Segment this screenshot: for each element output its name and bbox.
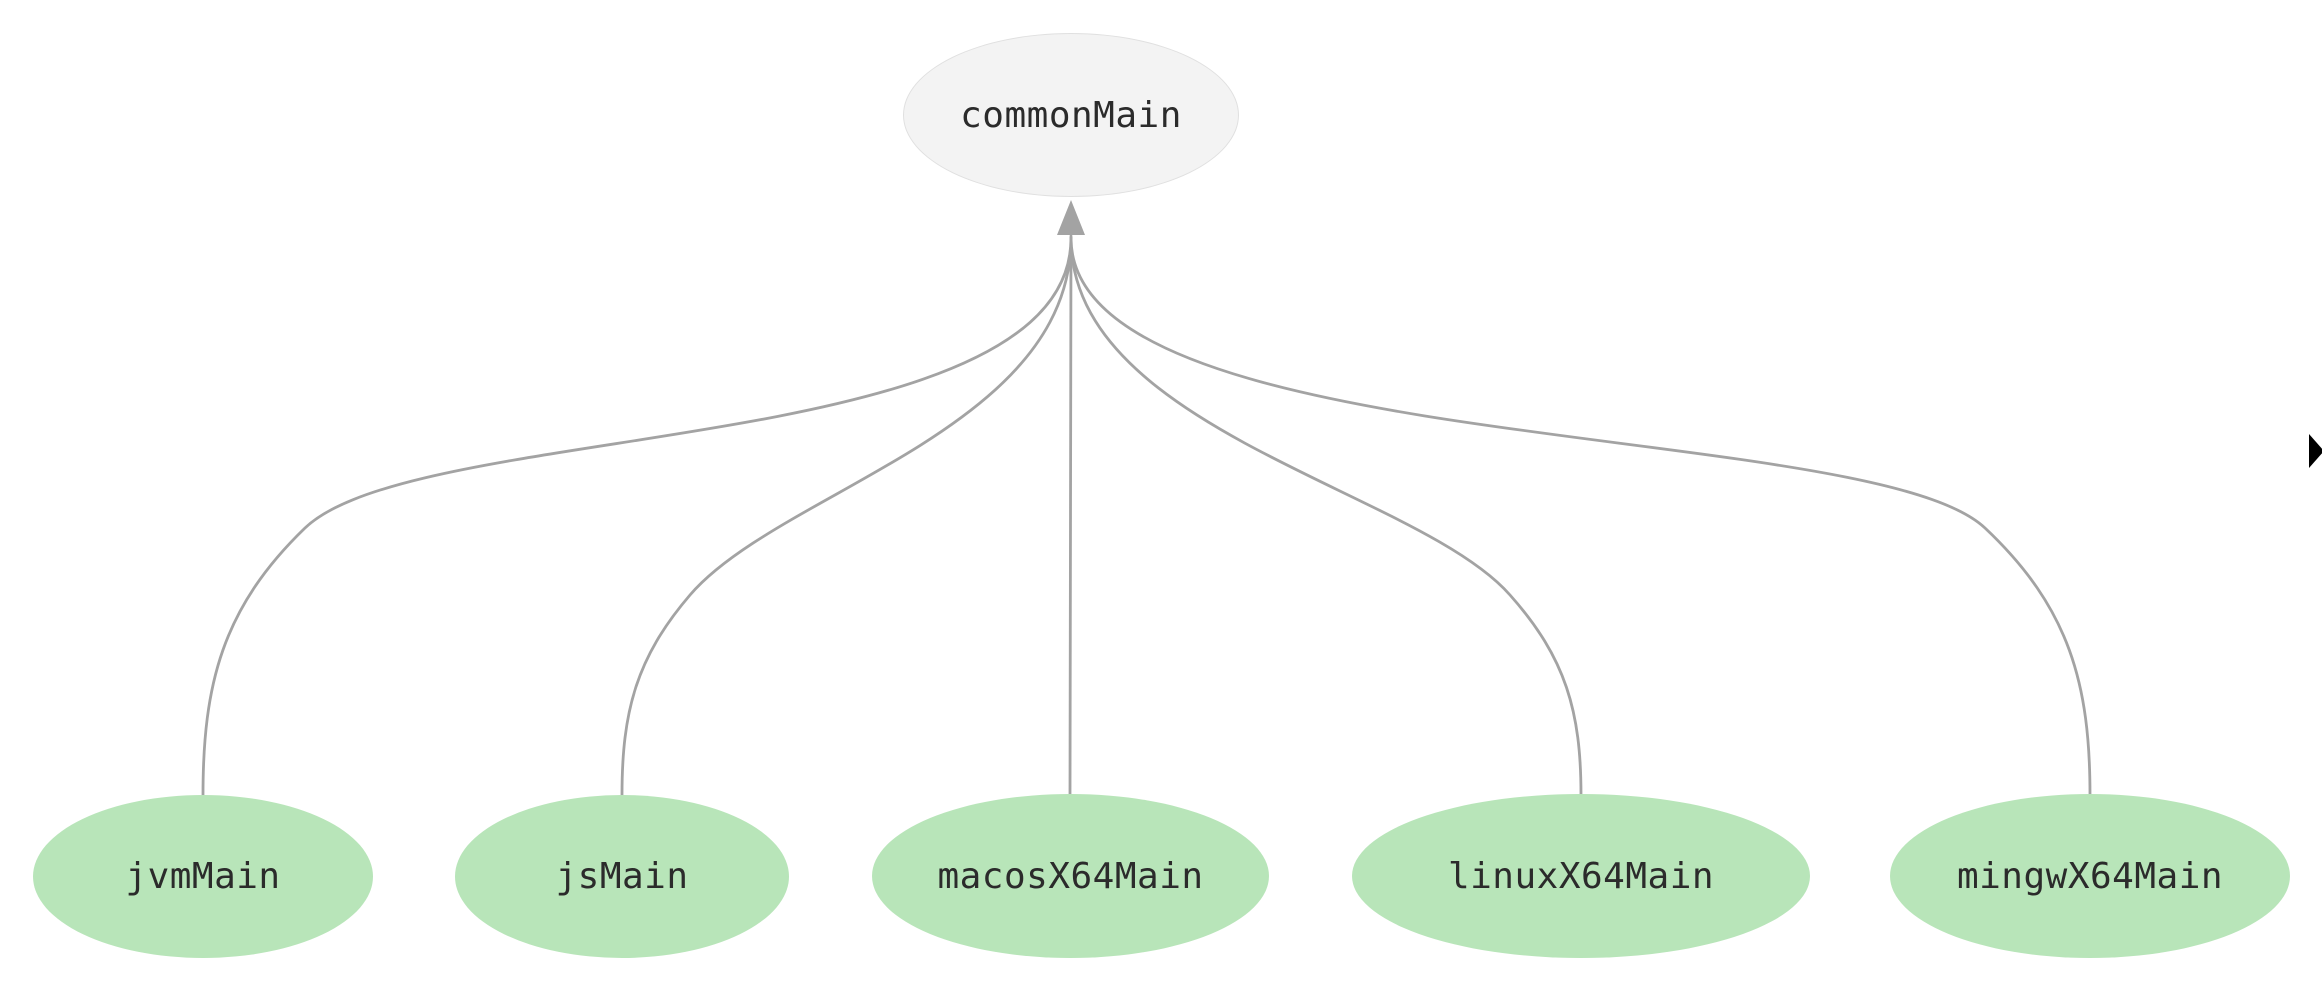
- node-jvmmain-label: jvmMain: [125, 856, 281, 897]
- edge-mingwx64main-to-commonmain: [1069, 236, 2092, 797]
- right-edge-play-triangle-icon: [2309, 434, 2322, 468]
- node-linuxx64main: linuxX64Main: [1352, 794, 1810, 958]
- node-mingwx64main-label: mingwX64Main: [1956, 855, 2224, 897]
- node-commonmain: commonMain: [903, 33, 1239, 197]
- node-macosx64main: macosX64Main: [872, 794, 1269, 958]
- edge-linuxx64main-to-commonmain: [1069, 236, 1583, 797]
- node-jsmain: jsMain: [455, 795, 789, 958]
- node-jsmain-label: jsMain: [555, 856, 689, 897]
- node-mingwx64main: mingwX64Main: [1890, 794, 2290, 958]
- arrowhead-up-icon: [1057, 200, 1085, 235]
- node-linuxx64main-label: linuxX64Main: [1447, 855, 1715, 897]
- edge-jsmain-to-commonmain: [620, 236, 1073, 797]
- edge-macosx64main-to-commonmain: [1068, 234, 1073, 797]
- edge-jvmmain-to-commonmain: [201, 236, 1073, 797]
- node-macosx64main-label: macosX64Main: [937, 855, 1204, 897]
- node-commonmain-label: commonMain: [960, 94, 1182, 136]
- node-jvmmain: jvmMain: [33, 795, 373, 958]
